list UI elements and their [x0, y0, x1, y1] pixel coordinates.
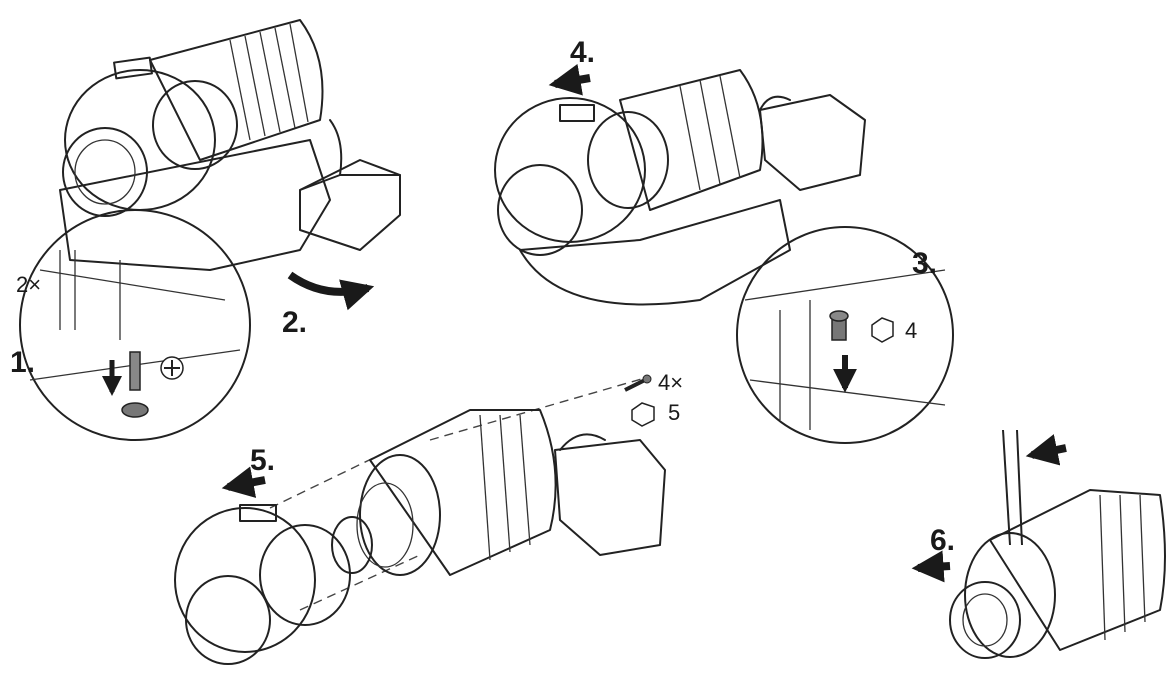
pump-figure-1: 1. 2× 2.: [10, 19, 401, 441]
detail-circle-1: [19, 209, 251, 441]
hex-bolt-icon: [829, 310, 849, 341]
step-6-label: 6.: [930, 524, 955, 557]
step-2-label: 2.: [282, 306, 307, 339]
left-arrow-icon: [548, 63, 591, 96]
pump-figure-5: 5. 4× 5: [174, 370, 683, 665]
rotate-arrow-icon: [287, 271, 375, 311]
motor-fins: [229, 23, 309, 141]
detail-circle-3: [736, 226, 954, 444]
step-5-label: 5.: [250, 444, 275, 477]
phillips-screwdriver-icon: [160, 356, 184, 380]
wrench-size-5: 5: [668, 400, 680, 425]
screw-icon: [121, 351, 149, 418]
step-1-label: 1.: [10, 346, 35, 379]
screw-icon: [624, 374, 652, 392]
screw-count-2x: 2×: [16, 272, 41, 297]
left-arrow-icon: [1025, 434, 1067, 466]
detail-figure-3: 3. 4: [736, 226, 954, 444]
hex-wrench-icon: [871, 317, 894, 343]
step-3-label: 3.: [912, 247, 937, 280]
pump-figure-6: 6.: [911, 429, 1166, 659]
wrench-size-4: 4: [905, 318, 917, 343]
step-4-label: 4.: [570, 36, 595, 69]
left-arrow-icon: [221, 466, 266, 498]
left-arrow-icon: [911, 550, 951, 583]
hex-wrench-icon: [631, 402, 655, 427]
pump-figure-4: 4.: [494, 36, 866, 306]
screw-count-4x: 4×: [658, 370, 683, 395]
